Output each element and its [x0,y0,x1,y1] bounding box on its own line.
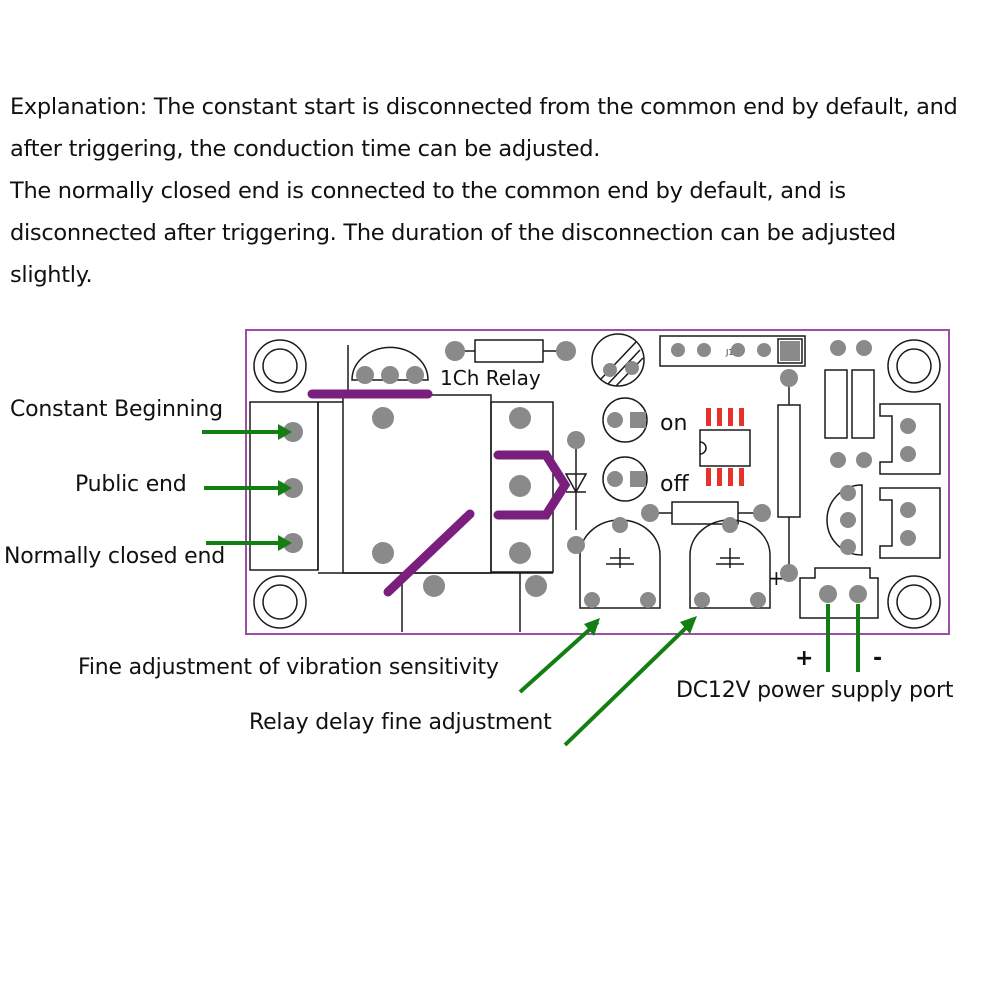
leader-lines [202,430,860,747]
header-j1 [659,335,806,367]
explanation-line: slightly. [10,262,93,288]
minus-label: - [873,646,882,671]
public-end-label: Public end [75,472,187,497]
purple-traces [307,389,571,597]
explanation-line: Explanation: The constant start is disco… [10,94,958,120]
vibration-sensitivity-label: Fine adjustment of vibration sensitivity [78,655,499,680]
board-title: 1Ch Relay [440,366,541,390]
relay-delay-label: Relay delay fine adjustment [249,710,552,735]
ic-chip [699,429,751,467]
explanation-line: The normally closed end is connected to … [10,178,846,204]
diode [564,440,588,530]
normally-closed-end-label: Normally closed end [4,544,225,569]
off-label: off [660,472,689,497]
twin-resistors [824,369,875,439]
plus-label: + [795,646,814,671]
constant-beginning-label: Constant Beginning [10,397,223,422]
header-label: J1 [725,348,733,357]
explanation-line: disconnected after triggering. The durat… [10,220,896,246]
leader-arrowheads [278,424,697,636]
led-circles [602,397,648,502]
explanation-line: after triggering, the conduction time ca… [10,136,601,162]
on-label: on [660,411,687,436]
explanation-text: Explanation: The constant start is disco… [10,86,995,296]
power-port-label: DC12V power supply port [676,678,954,703]
mounting-holes [253,339,941,629]
pads [283,340,916,608]
ic-pin-marks [706,408,744,486]
right-connectors [879,403,941,559]
